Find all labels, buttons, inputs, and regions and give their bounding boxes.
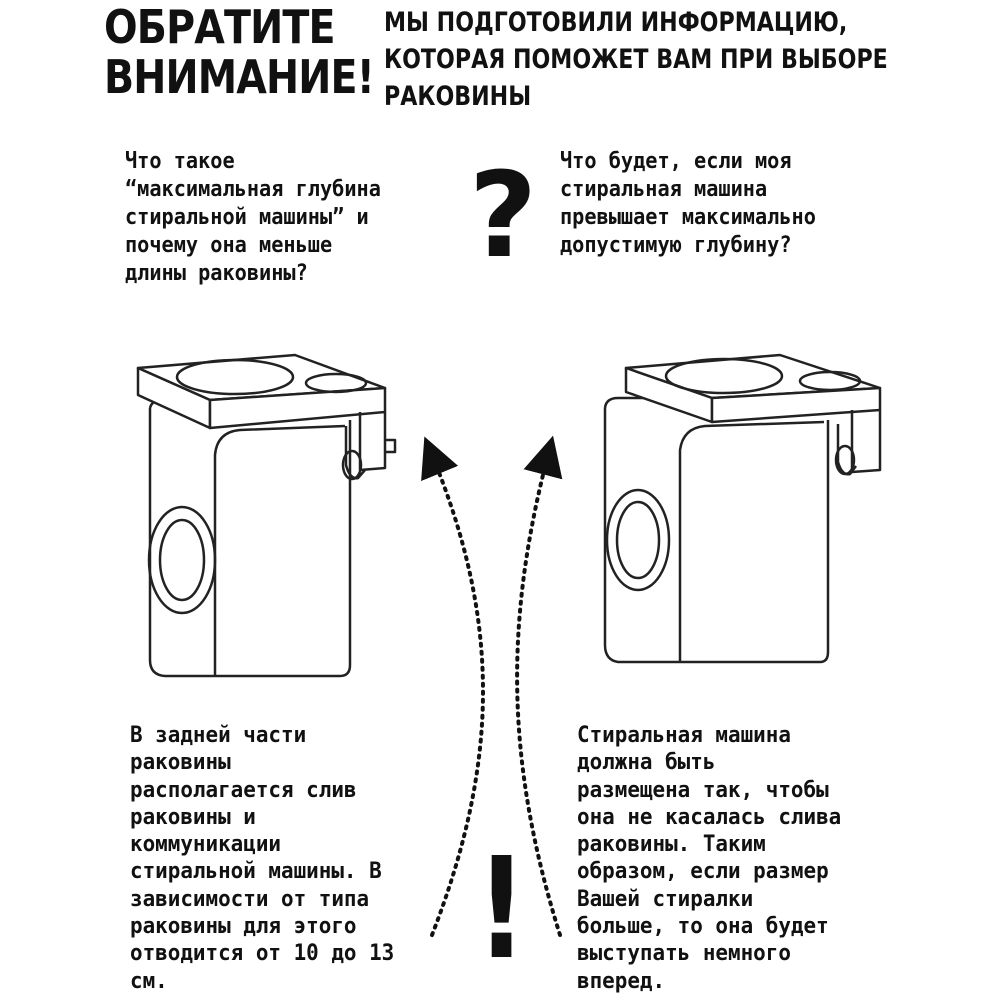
- answer-right-line: размещена так, чтобы: [577, 777, 829, 803]
- sink-washer-illustration-right: [603, 353, 882, 664]
- sink-washer-illustration-left: [136, 353, 397, 678]
- answer-right: Стиральная машина должна быть размещена …: [577, 722, 841, 995]
- answer-left-line: раковины для этого: [130, 914, 357, 940]
- subheadline-line: РАКОВИНЫ: [384, 81, 532, 112]
- answer-left-line: зависимости от типа: [130, 886, 370, 912]
- exclamation-mark-icon: !: [476, 828, 528, 991]
- question-right-line: Что будет, если моя: [560, 149, 792, 174]
- headline-line: ВНИМАНИЕ!: [104, 50, 375, 104]
- question-right-line: превышает максимально: [560, 205, 816, 230]
- answer-right-line: выступать немного: [577, 941, 791, 967]
- answer-left-line: раковины и: [130, 804, 256, 830]
- question-left: Что такое “максимальная глубина стиральн…: [125, 148, 381, 288]
- dotted-arrow-right: [515, 435, 563, 937]
- answer-left-line: располагается слив: [130, 777, 357, 803]
- question-left-line: почему она меньше: [125, 233, 333, 258]
- question-left-line: длины раковины?: [125, 261, 308, 286]
- answer-left: В задней части раковины располагается сл…: [130, 722, 394, 995]
- question-mark-icon: ?: [468, 146, 538, 284]
- answer-right-line: Вашей стиралки: [577, 886, 754, 912]
- answer-left-line: коммуникации: [130, 832, 282, 858]
- answer-right-line: должна быть: [577, 750, 716, 776]
- subheadline-line: МЫ ПОДГОТОВИЛИ ИНФОРМАЦИЮ,: [384, 7, 848, 38]
- answer-right-line: вперед.: [577, 968, 666, 994]
- headline: ОБРАТИТЕ ВНИМАНИЕ!: [104, 0, 375, 104]
- answer-left-line: см.: [130, 968, 168, 994]
- answer-left-line: отводится от 10 до 13: [130, 941, 395, 967]
- answer-left-line: В задней части: [130, 723, 307, 748]
- answer-left-line: стиральной машины. В: [130, 859, 382, 885]
- answer-right-line: больше, то она будет: [577, 914, 829, 940]
- answer-right-line: Стиральная машина: [577, 723, 791, 748]
- answer-left-line: раковины: [130, 750, 231, 776]
- question-right-line: допустимую глубину?: [560, 233, 792, 258]
- answer-right-line: образом, если размер: [577, 859, 829, 885]
- subheadline-line: КОТОРАЯ ПОМОЖЕТ ВАМ ПРИ ВЫБОРЕ: [384, 44, 888, 75]
- question-left-line: “максимальная глубина: [125, 177, 381, 202]
- headline-line: ОБРАТИТЕ: [104, 0, 335, 54]
- answer-right-line: раковины. Таким: [577, 832, 766, 858]
- dotted-arrow-left: [421, 436, 485, 937]
- subheadline: МЫ ПОДГОТОВИЛИ ИНФОРМАЦИЮ, КОТОРАЯ ПОМОЖ…: [384, 4, 888, 115]
- question-left-line: стиральной машины” и: [125, 205, 369, 230]
- answer-right-line: она не касалась слива: [577, 804, 842, 830]
- question-right-line: стиральная машина: [560, 177, 768, 202]
- question-right: Что будет, если моя стиральная машина пр…: [560, 148, 816, 260]
- question-left-line: Что такое: [125, 149, 235, 174]
